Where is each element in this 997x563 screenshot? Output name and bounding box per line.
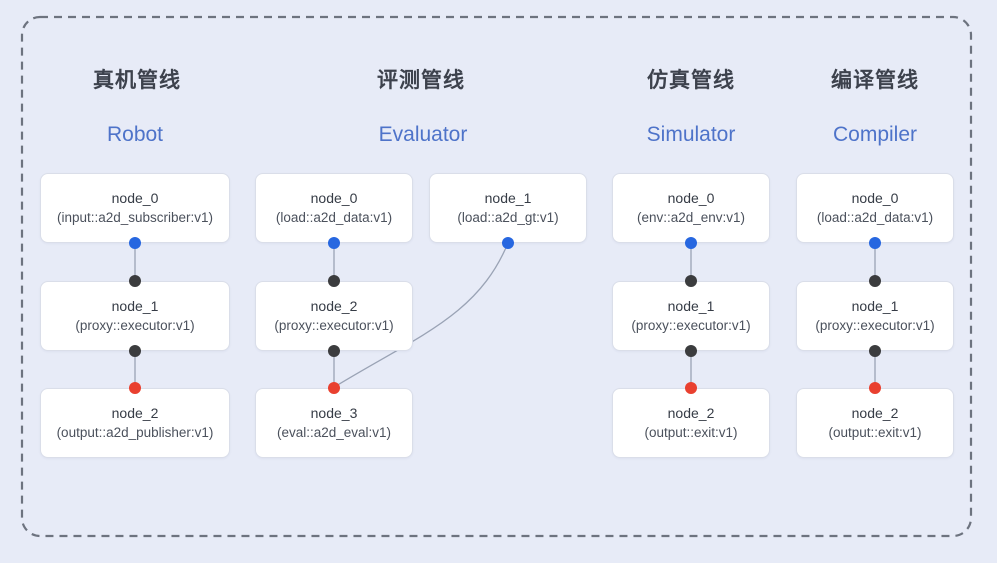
pipeline-title-compiler-zh: 编译管线	[831, 69, 919, 92]
node-spec: (input::a2d_subscriber:v1)	[56, 210, 214, 225]
dashed-frame	[20, 15, 973, 538]
node-spec: (load::a2d_data:v1)	[275, 210, 393, 225]
pipeline-title-evaluator-zh: 评测管线	[377, 69, 465, 92]
node-spec: (proxy::executor:v1)	[631, 318, 751, 333]
port-dot-dark	[869, 275, 881, 287]
compiler-node-2: node_2 (output::exit:v1)	[796, 388, 954, 458]
port-dot-blue	[869, 237, 881, 249]
edge-evaluator-n1-n3-curve	[335, 242, 509, 387]
port-dot-dark	[129, 275, 141, 287]
robot-node-2: node_2 (output::a2d_publisher:v1)	[40, 388, 230, 458]
node-spec: (output::a2d_publisher:v1)	[56, 425, 214, 440]
simulator-node-0: node_0 (env::a2d_env:v1)	[612, 173, 770, 243]
evaluator-node-3: node_3 (eval::a2d_eval:v1)	[255, 388, 413, 458]
node-spec: (load::a2d_data:v1)	[816, 210, 934, 225]
node-spec: (output::exit:v1)	[828, 425, 922, 440]
port-dot-red	[328, 382, 340, 394]
port-dot-red	[129, 382, 141, 394]
node-name: node_2	[310, 298, 358, 314]
node-name: node_2	[851, 405, 899, 421]
node-spec: (proxy::executor:v1)	[75, 318, 195, 333]
port-dot-blue	[129, 237, 141, 249]
pipeline-title-simulator-en: Simulator	[646, 123, 736, 146]
port-dot-dark	[869, 345, 881, 357]
node-name: node_3	[310, 405, 358, 421]
port-dot-dark	[328, 275, 340, 287]
port-dot-dark	[685, 275, 697, 287]
compiler-node-0: node_0 (load::a2d_data:v1)	[796, 173, 954, 243]
evaluator-node-1: node_1 (load::a2d_gt:v1)	[429, 173, 587, 243]
node-name: node_2	[667, 405, 715, 421]
port-dot-dark	[685, 345, 697, 357]
robot-node-0: node_0 (input::a2d_subscriber:v1)	[40, 173, 230, 243]
compiler-node-1: node_1 (proxy::executor:v1)	[796, 281, 954, 351]
node-spec: (proxy::executor:v1)	[815, 318, 935, 333]
node-name: node_0	[667, 190, 715, 206]
node-name: node_0	[310, 190, 358, 206]
simulator-node-1: node_1 (proxy::executor:v1)	[612, 281, 770, 351]
robot-node-1: node_1 (proxy::executor:v1)	[40, 281, 230, 351]
node-name: node_1	[111, 298, 159, 314]
node-spec: (proxy::executor:v1)	[274, 318, 394, 333]
port-dot-blue	[685, 237, 697, 249]
port-dot-blue	[328, 237, 340, 249]
node-name: node_1	[667, 298, 715, 314]
port-dot-red	[869, 382, 881, 394]
pipeline-title-robot-en: Robot	[106, 123, 164, 146]
node-name: node_1	[484, 190, 532, 206]
node-spec: (eval::a2d_eval:v1)	[276, 425, 392, 440]
evaluator-node-2: node_2 (proxy::executor:v1)	[255, 281, 413, 351]
pipeline-title-robot-zh: 真机管线	[93, 69, 181, 92]
port-dot-blue	[502, 237, 514, 249]
port-dot-red	[685, 382, 697, 394]
node-name: node_1	[851, 298, 899, 314]
pipeline-title-simulator-zh: 仿真管线	[647, 69, 735, 92]
node-spec: (output::exit:v1)	[644, 425, 738, 440]
node-name: node_0	[111, 190, 159, 206]
pipeline-title-evaluator-en: Evaluator	[378, 123, 468, 146]
port-dot-dark	[129, 345, 141, 357]
port-dot-dark	[328, 345, 340, 357]
simulator-node-2: node_2 (output::exit:v1)	[612, 388, 770, 458]
node-spec: (env::a2d_env:v1)	[636, 210, 746, 225]
pipeline-title-compiler-en: Compiler	[832, 123, 918, 146]
node-name: node_0	[851, 190, 899, 206]
evaluator-node-0: node_0 (load::a2d_data:v1)	[255, 173, 413, 243]
node-spec: (load::a2d_gt:v1)	[457, 210, 559, 225]
node-name: node_2	[111, 405, 159, 421]
